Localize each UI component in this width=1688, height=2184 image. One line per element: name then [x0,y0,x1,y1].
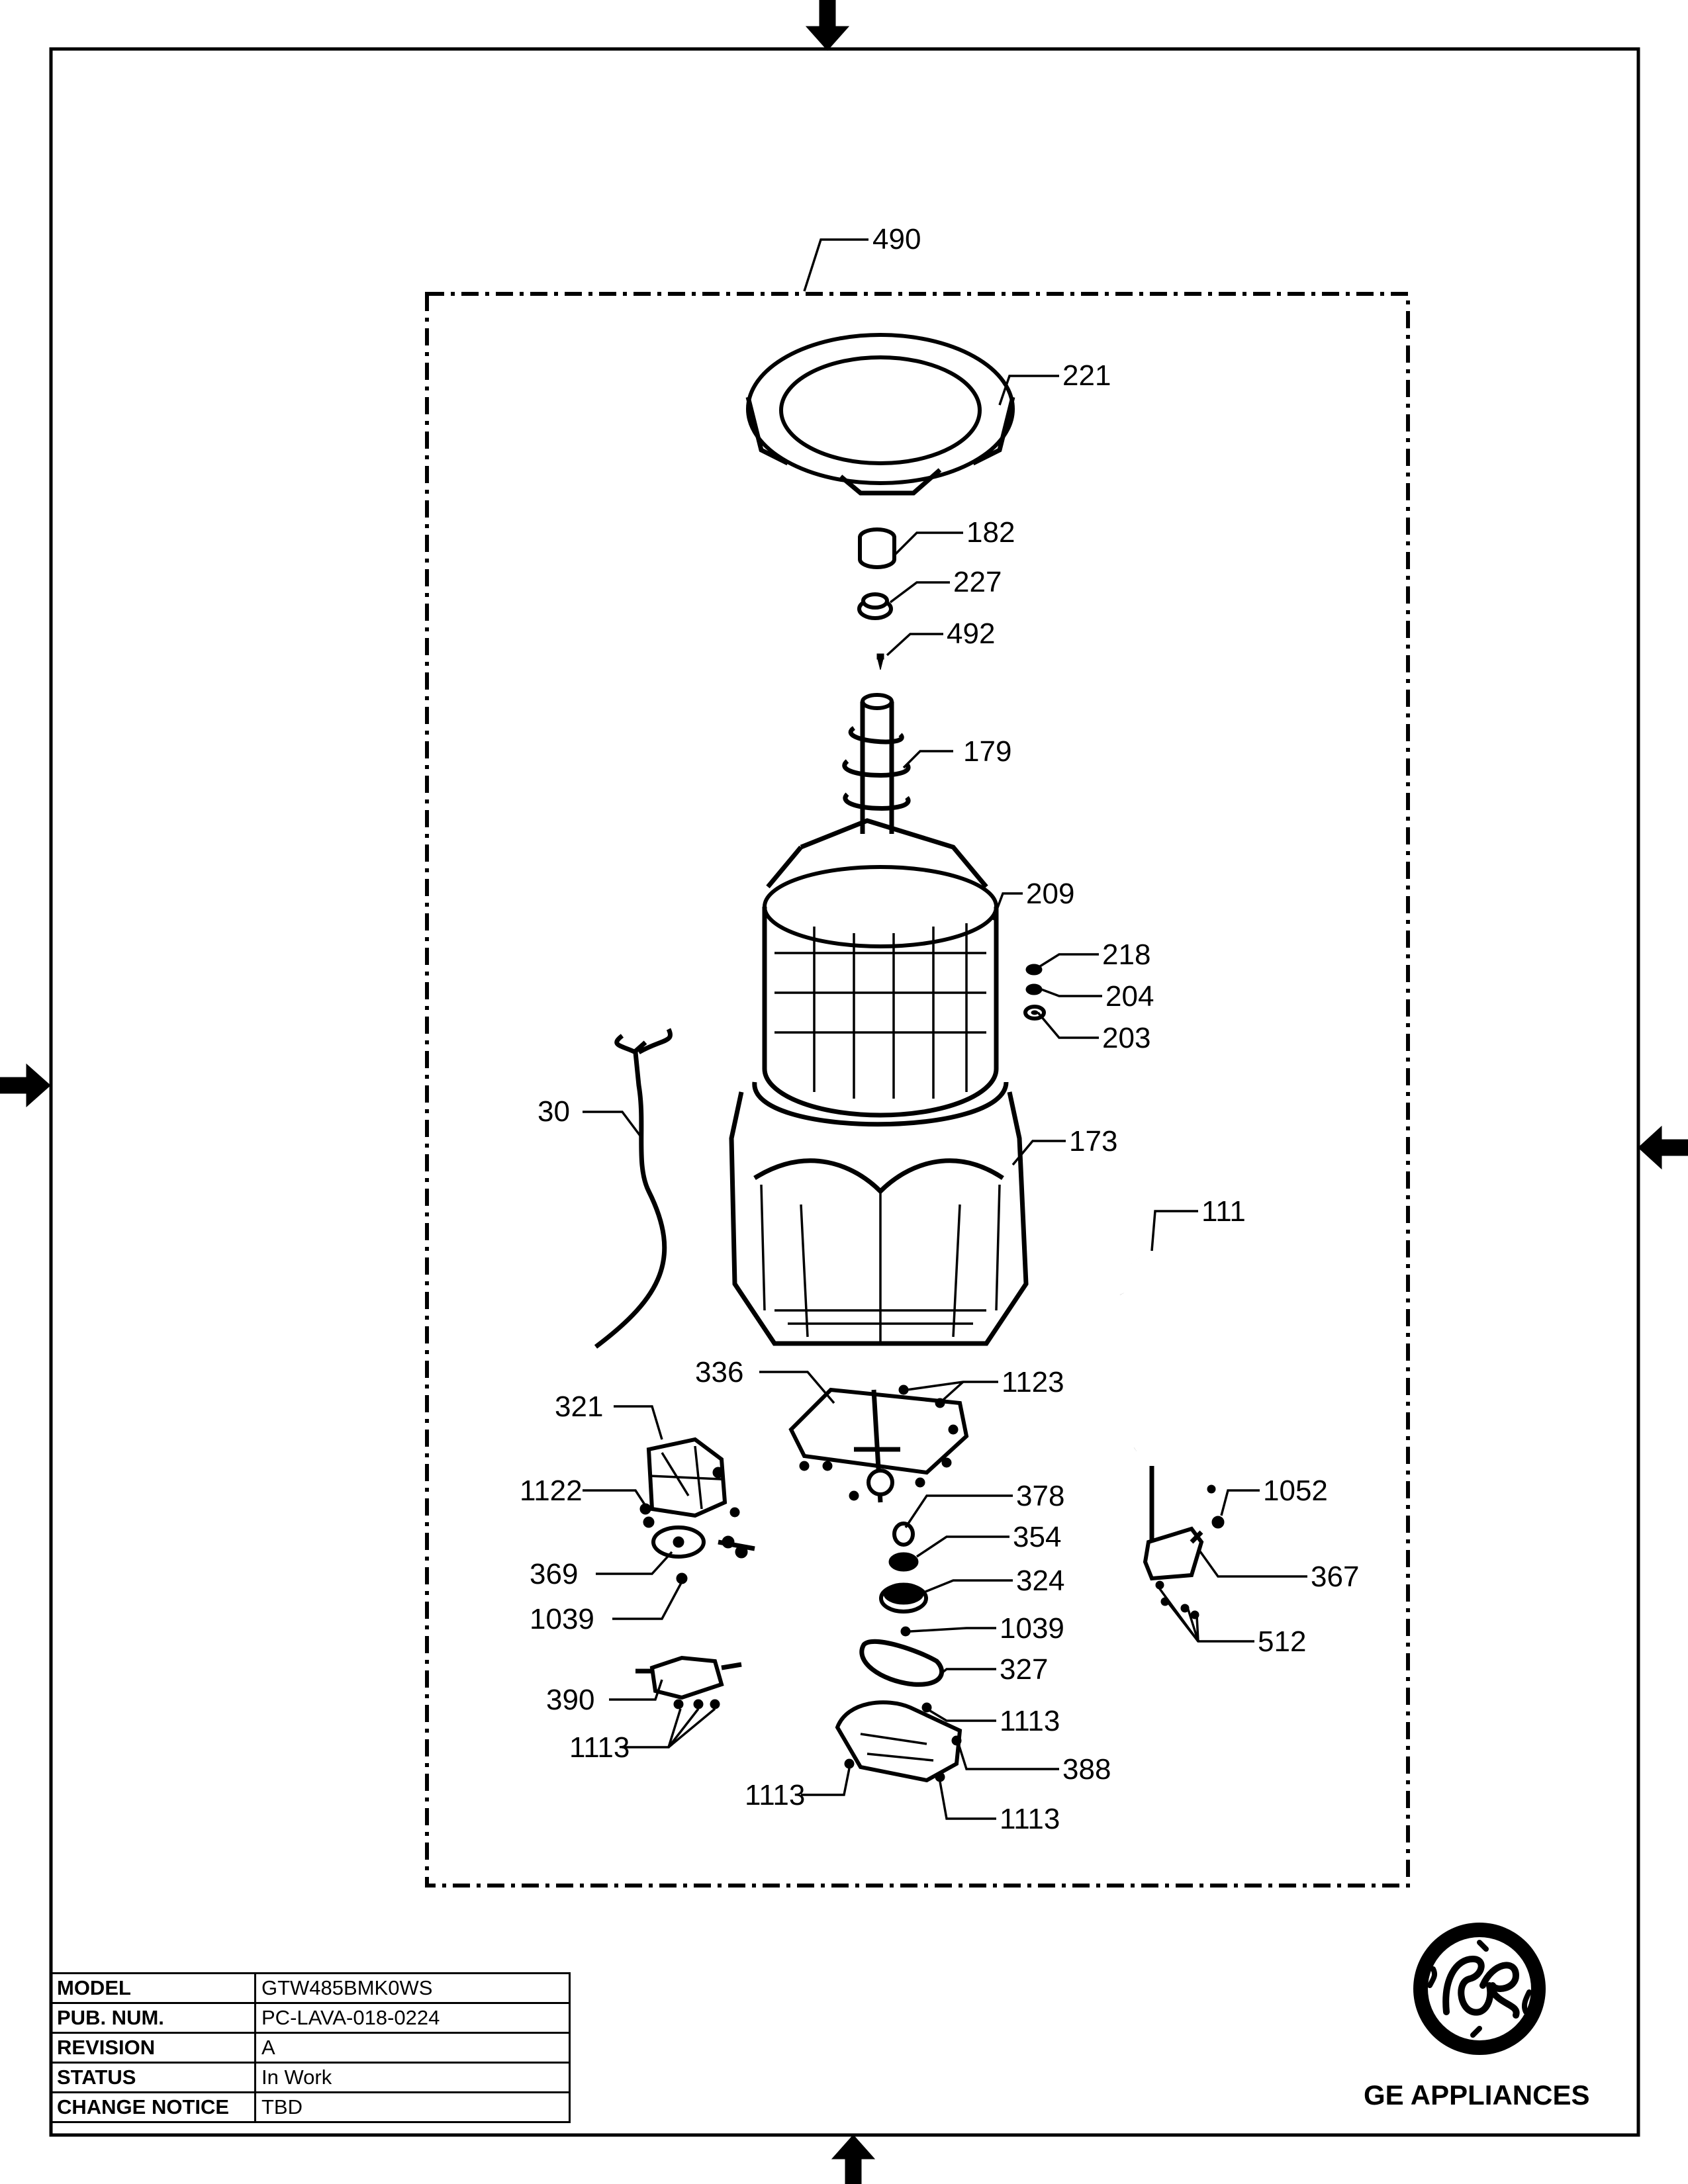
part-30-wire-harness [594,1028,673,1349]
part-179-auger [842,693,911,834]
title-block-row: CHANGE NOTICE TBD [50,2091,571,2123]
callout-1039-right: 1039 [1000,1612,1064,1645]
callout-labels: 490 221 182 227 492 179 209 218 204 203 … [520,223,1359,1835]
ge-monogram-logo-icon [1413,1923,1546,2055]
revision-value: A [254,2032,571,2064]
callout-492: 492 [947,617,995,650]
part-388-bracket [835,1700,962,1783]
callout-1113-bottom-left: 1113 [745,1779,805,1811]
brand-name: GE APPLIANCES [1364,2079,1590,2111]
title-block-row: STATUS In Work [50,2062,571,2093]
leader-lines [583,238,1307,1820]
part-492-screw [876,653,884,670]
part-221-tub-cover [745,333,1015,496]
part-367-pump [1143,1466,1225,1619]
callout-179: 179 [963,735,1011,768]
sheet-border [49,47,1640,2137]
part-369-pulley [651,1507,755,1584]
title-block-row: MODEL GTW485BMK0WS [50,1972,571,2004]
callout-1122: 1122 [520,1475,583,1507]
part-209-wash-basket [762,818,999,1118]
callout-490: 490 [872,223,921,255]
title-block-key: MODEL [50,1972,256,2004]
parts-378-354-324-327-drive [859,1522,945,1687]
callout-324: 324 [1016,1565,1064,1597]
assembly-boundary-490 [425,292,1410,1888]
parts-218-204-203-hardware [1023,964,1046,1021]
callout-227: 227 [953,566,1002,598]
callout-204: 204 [1105,980,1154,1013]
callout-203: 203 [1102,1022,1150,1054]
callout-390: 390 [546,1684,594,1716]
callout-327: 327 [1000,1653,1048,1686]
part-336-mounting-plate [788,1385,969,1503]
callout-173: 173 [1069,1125,1117,1158]
title-block-key: STATUS [50,2062,256,2093]
title-block-key: PUB. NUM. [50,2002,256,2034]
callout-354: 354 [1013,1521,1061,1553]
callout-336: 336 [695,1356,743,1388]
callout-321: 321 [555,1390,603,1423]
part-390-switch [635,1655,742,1709]
model-value: GTW485BMK0WS [254,1972,571,2004]
callout-182: 182 [966,516,1015,549]
title-block-key: REVISION [50,2032,256,2064]
callout-512: 512 [1258,1625,1306,1658]
callout-388: 388 [1062,1753,1111,1786]
status-value: In Work [254,2062,571,2093]
callout-209: 209 [1026,878,1074,910]
callout-218: 218 [1102,938,1150,971]
part-227-seal [857,592,893,620]
part-111-drain-hose [1117,1251,1165,1452]
part-321-motor [639,1437,727,1528]
callout-30: 30 [538,1095,570,1128]
part-182-bushing [858,527,896,569]
callout-367: 367 [1311,1561,1359,1593]
pub-num-value: PC-LAVA-018-0224 [254,2002,571,2034]
callout-1113-left: 1113 [569,1731,630,1764]
callout-1039-left: 1039 [530,1603,594,1635]
title-block-key: CHANGE NOTICE [50,2091,256,2123]
part-173-outer-tub [729,1081,1029,1346]
callout-1113-bottom-right: 1113 [1000,1803,1060,1835]
callout-378: 378 [1016,1480,1064,1512]
title-block: MODEL GTW485BMK0WS PUB. NUM. PC-LAVA-018… [50,1972,571,2123]
callout-111: 111 [1201,1195,1246,1228]
callout-369: 369 [530,1558,578,1590]
callout-1052: 1052 [1263,1475,1328,1507]
callout-1113-top: 1113 [1000,1705,1060,1737]
title-block-row: PUB. NUM. PC-LAVA-018-0224 [50,2002,571,2034]
callout-1123: 1123 [1002,1366,1064,1398]
change-notice-value: TBD [254,2091,571,2123]
title-block-row: REVISION A [50,2032,571,2064]
callout-221: 221 [1062,359,1111,392]
